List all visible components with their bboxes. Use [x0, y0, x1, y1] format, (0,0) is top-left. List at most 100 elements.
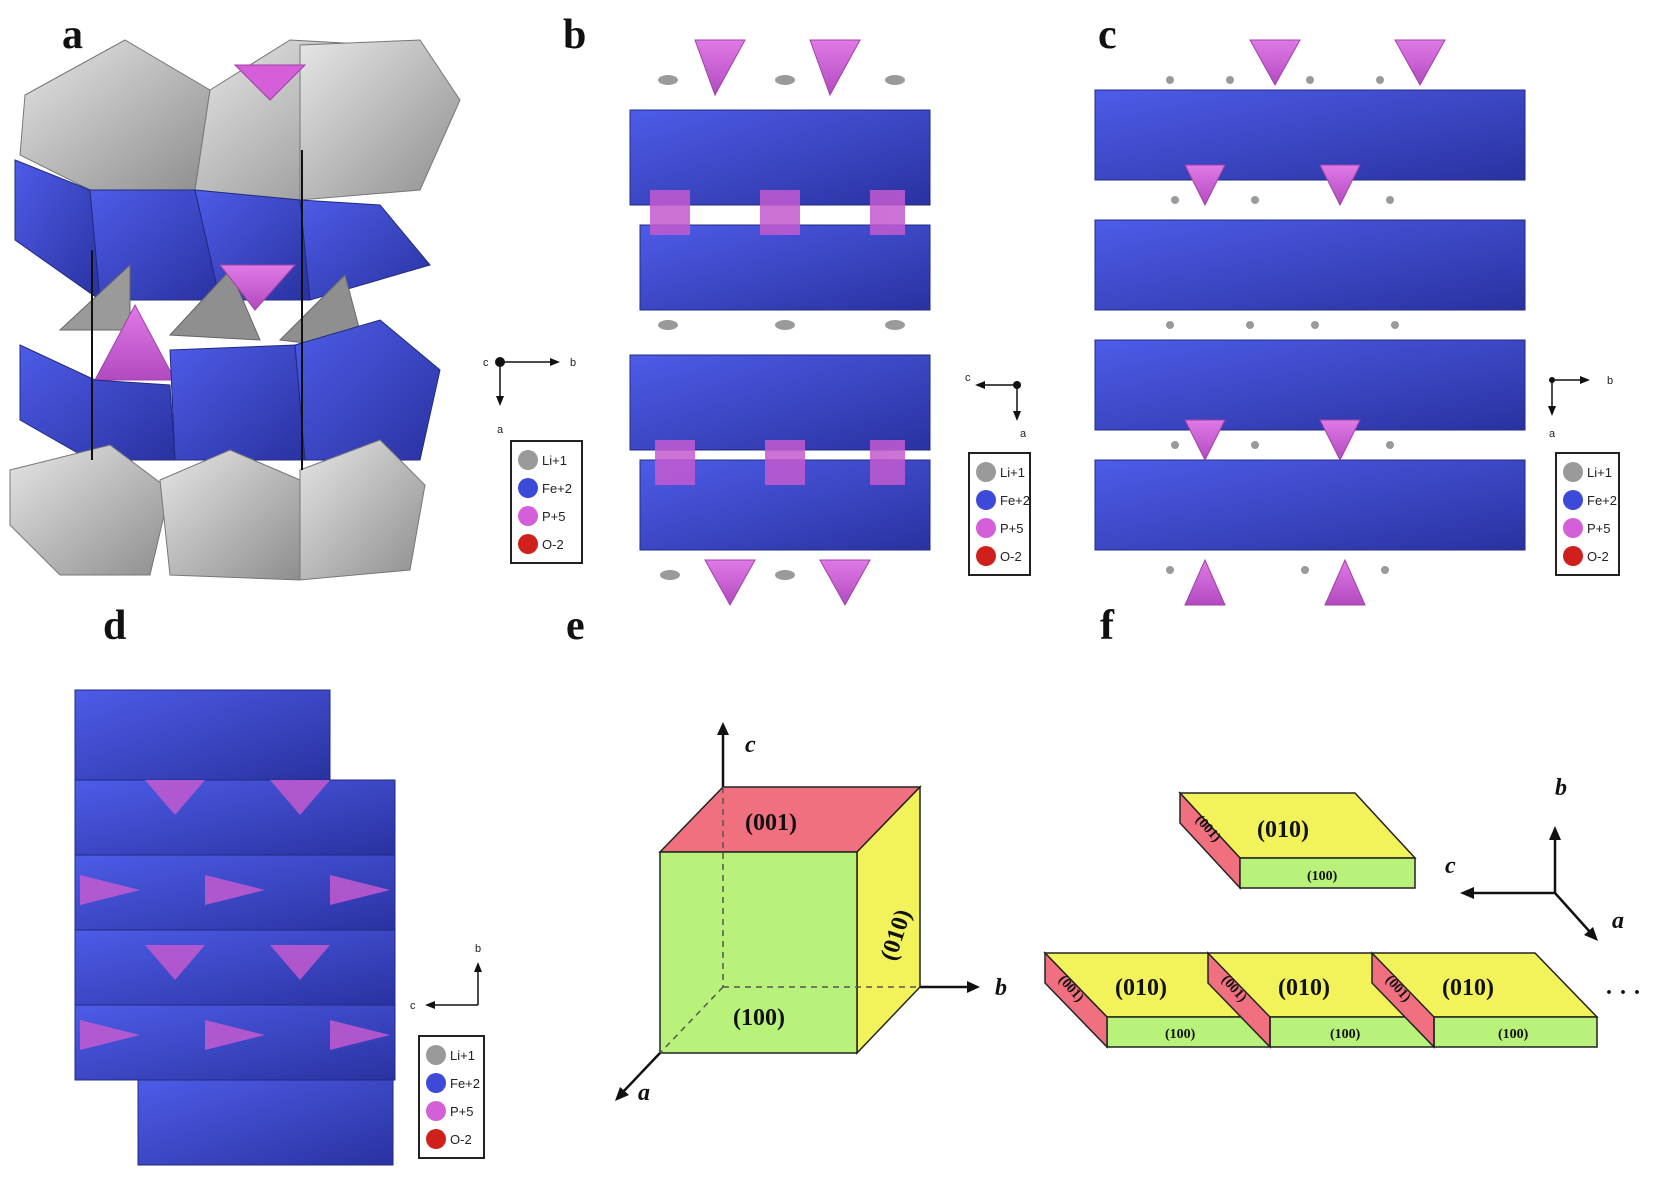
panel-e-face-001-label: (001)	[745, 810, 797, 836]
legend-item-o: O-2	[976, 542, 1023, 570]
face-001	[658, 786, 922, 853]
p-dot-icon	[518, 506, 538, 526]
panel-f-axis-b: b	[1555, 775, 1567, 801]
panel-a-axis-b: b	[570, 357, 576, 369]
panel-d-blue-grid	[74, 689, 396, 1166]
panel-e-face-100-label: (100)	[733, 1005, 785, 1031]
panel-c-axis-a: a	[1549, 428, 1556, 440]
panel-label-d: d	[103, 603, 127, 649]
panel-e-axis-a: a	[638, 1080, 650, 1106]
panel-label-e: e	[566, 603, 585, 649]
panel-label-b: b	[563, 12, 587, 58]
panel-c-pink-tetrahedra	[1184, 39, 1446, 606]
plate-2-100-label: (100)	[1330, 1027, 1361, 1042]
legend-item-fe: Fe+2	[1563, 486, 1617, 514]
panel-a-axis-c: c	[483, 357, 489, 369]
blue-octahedra-layer-2	[19, 319, 441, 461]
panel-e-face-010-label: (010)	[876, 906, 917, 963]
plate-row: (010) (010) (010) (100) (100) (100) (001…	[1043, 951, 1599, 1049]
panel-d-axis-b: b	[475, 943, 481, 955]
legend-item-p: P+5	[976, 514, 1024, 542]
panel-b-axis-a: a	[1020, 428, 1027, 440]
legend-item-li: Li+1	[976, 458, 1025, 486]
grey-octahedra-bottom	[9, 439, 426, 581]
plate-1-010-label: (010)	[1115, 975, 1167, 1001]
legend-item-o: O-2	[1563, 542, 1612, 570]
legend-panel-a: Li+1 Fe+2 P+5 O-2	[510, 440, 583, 564]
o-dot-icon	[976, 546, 996, 566]
p-dot-icon	[426, 1101, 446, 1121]
legend-item-li: Li+1	[518, 446, 575, 474]
grey-tetrahedra-middle	[58, 263, 366, 381]
li-dot-icon	[1563, 462, 1583, 482]
panel-b-pink-columns	[650, 190, 905, 485]
li-dot-icon	[976, 462, 996, 482]
plate-1-001-label: (001)	[1055, 973, 1087, 1006]
legend-item-o: O-2	[518, 530, 575, 558]
single-plate: (010) (100) (001)	[1178, 791, 1417, 890]
panel-c-blue-rows	[1094, 89, 1526, 551]
plate-3-010-label: (010)	[1442, 975, 1494, 1001]
panel-label-c: c	[1098, 12, 1117, 58]
legend-panel-b: Li+1 Fe+2 P+5 O-2	[968, 452, 1031, 576]
panel-label-a: a	[62, 12, 83, 58]
fe-dot-icon	[976, 490, 996, 510]
panel-c-axis-b: b	[1607, 375, 1613, 387]
panel-b-lithium-ions	[658, 75, 905, 580]
legend-item-o: O-2	[426, 1125, 477, 1153]
legend-item-fe: Fe+2	[976, 486, 1030, 514]
face-100	[659, 851, 858, 1054]
panel-d-pink-tetrahedra	[80, 780, 390, 1050]
panel-c-lithium-ions	[1166, 76, 1399, 574]
panel-f-axis-a: a	[1612, 908, 1624, 934]
fe-dot-icon	[518, 478, 538, 498]
panel-e-axis-c: c	[745, 732, 756, 758]
li-dot-icon	[518, 450, 538, 470]
panel-d-axis-c: c	[410, 1000, 416, 1012]
plate-2-001-label: (001)	[1218, 973, 1250, 1006]
legend-panel-d: Li+1 Fe+2 P+5 O-2	[418, 1035, 485, 1159]
single-plate-010-label: (010)	[1257, 817, 1309, 843]
legend-item-p: P+5	[518, 502, 575, 530]
o-dot-icon	[518, 534, 538, 554]
panel-b-axis-c: c	[965, 372, 971, 384]
panel-b-pink-tetrahedra	[694, 39, 871, 607]
panel-f-axis-c: c	[1445, 853, 1456, 879]
panel-e-axis-b: b	[995, 975, 1007, 1001]
blue-octahedra-layer-1	[14, 159, 431, 302]
p-dot-icon	[1563, 518, 1583, 538]
legend-item-p: P+5	[426, 1097, 477, 1125]
grey-octahedra-top	[19, 39, 461, 201]
legend-item-li: Li+1	[1563, 458, 1612, 486]
face-010	[856, 785, 921, 1055]
single-plate-100-label: (100)	[1307, 869, 1338, 884]
plate-1-100-label: (100)	[1165, 1027, 1196, 1042]
o-dot-icon	[426, 1129, 446, 1149]
panel-b-blue-rows	[629, 109, 931, 551]
panel-f-ellipsis: · · ·	[1605, 980, 1641, 1006]
panel-a-axis-a: a	[497, 424, 504, 436]
legend-item-fe: Fe+2	[518, 474, 575, 502]
legend-item-li: Li+1	[426, 1041, 477, 1069]
panel-label-f: f	[1100, 603, 1114, 649]
fe-dot-icon	[1563, 490, 1583, 510]
p-dot-icon	[976, 518, 996, 538]
plate-3-001-label: (001)	[1382, 973, 1414, 1006]
fe-dot-icon	[426, 1073, 446, 1093]
single-plate-001-label: (001)	[1192, 813, 1224, 846]
plate-3-100-label: (100)	[1498, 1027, 1529, 1042]
li-dot-icon	[426, 1045, 446, 1065]
legend-item-fe: Fe+2	[426, 1069, 480, 1097]
legend-item-p: P+5	[1563, 514, 1612, 542]
plate-2-010-label: (010)	[1278, 975, 1330, 1001]
